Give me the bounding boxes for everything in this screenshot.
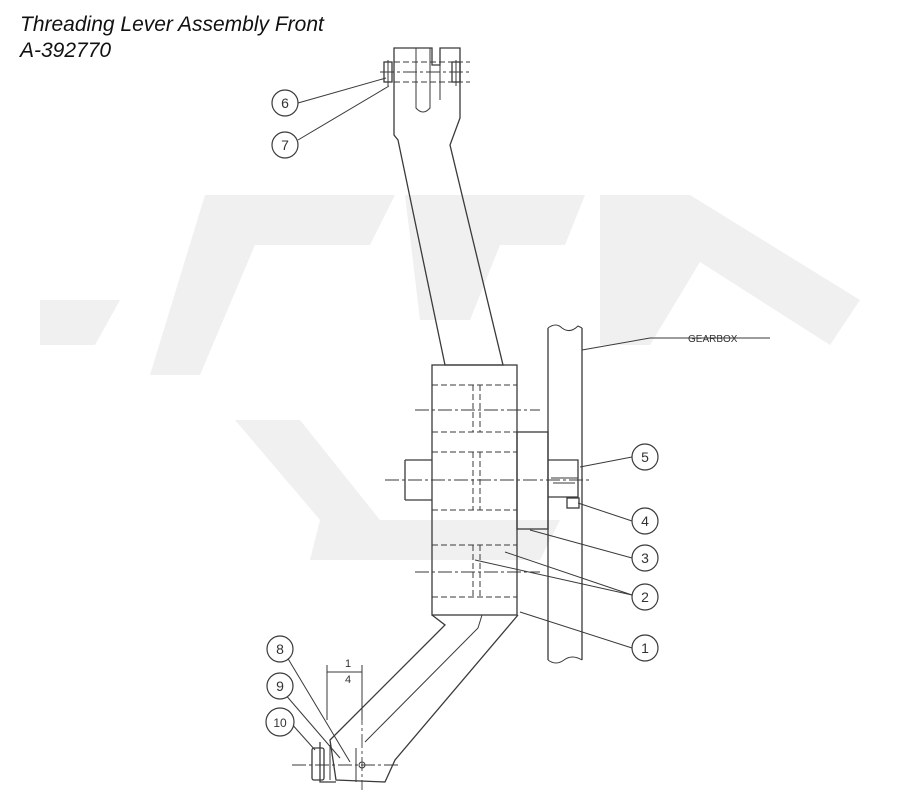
set-screw: [566, 497, 580, 509]
callout-5: 5: [631, 443, 659, 471]
top-pin: [383, 60, 461, 86]
watermark-logo: [40, 195, 860, 560]
callout-1: 1: [631, 634, 659, 662]
threading-lever: [319, 47, 549, 783]
callout-3-label: 3: [641, 550, 649, 566]
dimension-quarter: 1 4: [326, 658, 363, 720]
callout-10: 10: [265, 707, 295, 737]
callout-7: 7: [271, 131, 299, 159]
leader-lines: [283, 77, 770, 763]
callout-9-label: 9: [276, 678, 284, 694]
callout-9: 9: [266, 672, 294, 700]
callout-2-label: 2: [641, 589, 649, 605]
callout-6: 6: [271, 89, 299, 117]
callout-8: 8: [266, 635, 294, 663]
drawing-title: Threading Lever Assembly Front: [20, 13, 324, 36]
callout-4: 4: [631, 507, 659, 535]
part-number: A-392770: [20, 39, 112, 62]
callout-2: 2: [631, 583, 659, 611]
gearbox-label: GEARBOX: [688, 334, 738, 345]
drawing-header: Threading Lever Assembly Front A-392770: [20, 12, 324, 64]
callout-8-label: 8: [276, 641, 284, 657]
callout-1-label: 1: [641, 640, 649, 656]
lower-pin: [311, 747, 366, 782]
callout-5-label: 5: [641, 449, 649, 465]
callout-3: 3: [631, 544, 659, 572]
center-lines: [292, 71, 590, 790]
dim-denominator: 4: [345, 674, 351, 686]
hidden-lines: [385, 61, 517, 598]
callout-10-label: 10: [273, 716, 287, 730]
gearbox-wall: [547, 324, 583, 664]
callout-6-label: 6: [281, 95, 289, 111]
callout-4-label: 4: [641, 513, 649, 529]
callout-7-label: 7: [281, 137, 289, 153]
dim-numerator: 1: [345, 658, 351, 670]
